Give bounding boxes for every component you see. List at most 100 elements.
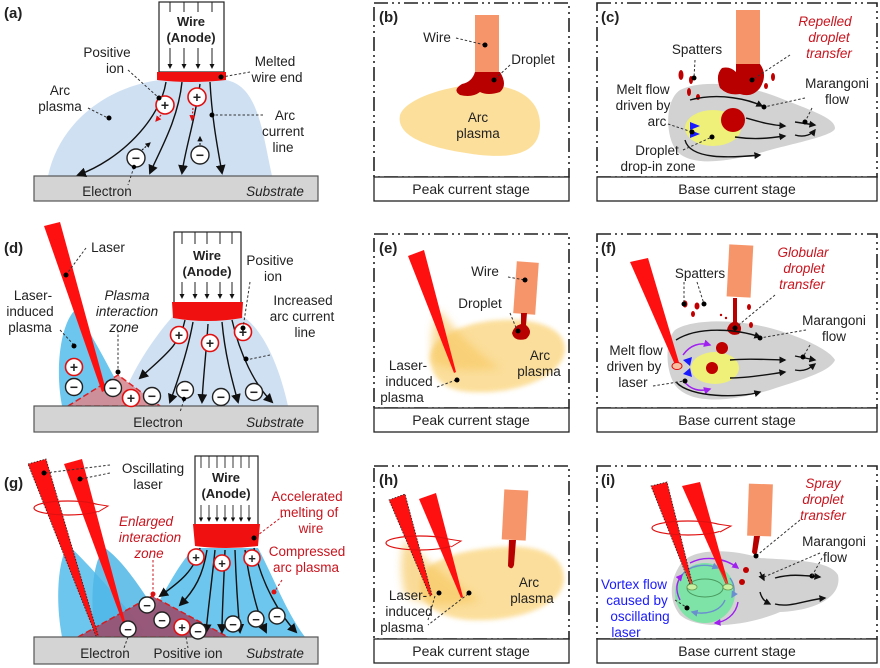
wire (513, 261, 539, 315)
melt-flow-label: laser (618, 375, 648, 390)
increased-arc-label: line (294, 325, 315, 340)
increased-arc-label: Increased (273, 293, 332, 308)
interaction-zone-label: Plasma (104, 288, 150, 303)
transfer-label: transfer (800, 508, 846, 523)
drop-in-zone-label: drop-in zone (620, 159, 695, 174)
arc-plasma-label: Arc (519, 575, 540, 590)
svg-text:−: − (250, 384, 258, 400)
oscillating-laser-beam (388, 493, 433, 597)
electron: − (142, 386, 162, 406)
transfer-label: Spray (805, 476, 842, 491)
wire-anode: Wire (Anode) (173, 231, 242, 304)
laser-plasma-label: Laser- (389, 588, 427, 603)
electron: − (268, 607, 286, 625)
compressed-plasma-label: Compressed (269, 544, 346, 559)
vortex-flow-label: oscillating (610, 609, 669, 624)
marangoni-label: Marangoni (802, 313, 866, 328)
arc-plasma-label: Arc (530, 348, 551, 363)
svg-text:−: − (148, 388, 156, 404)
arc-current-line-label: Arc (275, 108, 296, 123)
marangoni-label: flow (822, 329, 846, 344)
panel-frame (373, 233, 570, 409)
laser-plasma-label: plasma (380, 620, 424, 635)
stage-label: Peak current stage (412, 412, 530, 428)
melted-wire-end (172, 302, 243, 321)
droplet-label: Droplet (511, 52, 555, 67)
accelerated-melting-label: Accelerated (271, 489, 342, 504)
stage-label: Peak current stage (412, 181, 530, 197)
stage-box (596, 176, 878, 202)
laser-spot (722, 583, 734, 591)
positive-ion: + (233, 322, 253, 342)
electron: − (138, 596, 156, 614)
positive-ion-label: ion (264, 269, 282, 284)
enlarged-zone-label: zone (133, 546, 163, 561)
oscillating-laser-beam (419, 493, 463, 598)
laser-beam (408, 250, 456, 373)
panel-b: Peak current stage (b) Wire Droplet Arc … (373, 2, 570, 202)
panel-frame (373, 2, 570, 178)
electron: − (189, 622, 207, 640)
increased-arc-label: arc current (270, 309, 335, 324)
electron: − (224, 615, 242, 633)
wire-anode: Wire (Anode) (158, 1, 225, 73)
arc-plasma-label: plasma (38, 99, 82, 114)
positive-ion-label: Positive (246, 253, 293, 268)
positive-ion: + (200, 333, 220, 353)
marangoni-label: Marangoni (802, 534, 866, 549)
accelerated-melting-label: wire (298, 521, 324, 536)
panel-e: Peak current stage (e) Wire Droplet Lase… (373, 233, 570, 433)
panel-tag: (i) (601, 472, 615, 489)
panel-h: Peak current stage (h) Laser- induced pl… (373, 465, 570, 664)
melted-wire-end-label: wire end (250, 70, 302, 85)
svg-text:−: − (143, 598, 151, 613)
arc-current-line (148, 81, 183, 175)
svg-text:−: − (217, 389, 225, 405)
spray-droplet (743, 567, 749, 573)
laser-beam (630, 258, 680, 367)
panel-d: (d) Wire (Anode) + − + + + − + − − − − (4, 222, 335, 433)
marangoni-label: flow (825, 92, 849, 107)
arc-current-line-label: current (262, 124, 304, 139)
laser-plasma-label: induced (385, 374, 432, 389)
melt-flow-label: Melt flow (616, 82, 670, 97)
stage-box (373, 176, 570, 202)
oscillating-laser-label: laser (133, 477, 163, 492)
droplet (456, 72, 504, 96)
droplet (721, 108, 745, 132)
positive-ion: + (64, 357, 84, 377)
vortex-flow-label: laser (611, 625, 641, 640)
svg-text:−: − (273, 609, 281, 624)
melt-flow-label: driven by (607, 359, 662, 374)
melted-wire-end-label: Melted (255, 54, 296, 69)
stage-label: Base current stage (678, 181, 796, 197)
anode-label: (Anode) (201, 486, 250, 501)
repelled-droplet (717, 64, 764, 96)
svg-text:+: + (193, 89, 201, 105)
svg-text:+: + (218, 556, 226, 571)
panel-tag: (b) (379, 9, 398, 26)
laser-spot (671, 362, 683, 370)
electron: − (119, 620, 137, 638)
droplet-label: Droplet (458, 296, 502, 311)
electron: − (190, 135, 210, 165)
svg-text:−: − (109, 380, 117, 396)
positive-ion: + (169, 325, 189, 345)
electron: − (103, 378, 123, 398)
droplet (512, 313, 530, 340)
electron: − (211, 387, 231, 407)
laser-spot (686, 583, 698, 591)
laser-plasma-label: plasma (380, 390, 424, 405)
wire-label: Wire (212, 470, 240, 485)
anode-label: (Anode) (182, 264, 231, 279)
panel-frame (596, 465, 878, 640)
compressed-plasma-label: arc plasma (273, 560, 340, 575)
laser-plasma-label: induced (385, 604, 432, 619)
substrate (33, 636, 319, 665)
stage-box (596, 638, 878, 664)
substrate-label: Substrate (246, 415, 304, 430)
wire (747, 483, 773, 537)
arc-plasma-region (399, 84, 540, 156)
svg-text:+: + (192, 550, 200, 565)
transfer-label: transfer (779, 277, 825, 292)
